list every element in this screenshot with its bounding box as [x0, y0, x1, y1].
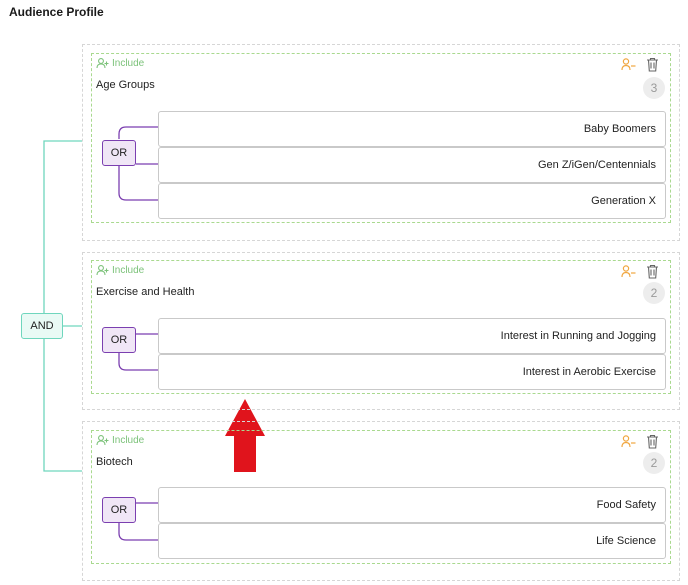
remove-person-icon[interactable]: [620, 433, 636, 449]
trash-icon[interactable]: [644, 263, 660, 279]
trash-icon[interactable]: [644, 56, 660, 72]
group-title: Age Groups: [96, 79, 155, 91]
group-container-age-groups: [82, 44, 680, 241]
or-connector-line-1: [118, 126, 158, 201]
item-count-badge: 2: [643, 452, 665, 474]
list-item[interactable]: Food Safety: [158, 487, 666, 523]
include-toggle[interactable]: Include: [96, 58, 144, 69]
include-toggle[interactable]: Include: [96, 435, 144, 446]
or-connector[interactable]: OR: [102, 327, 136, 353]
add-person-icon: [96, 265, 109, 276]
list-item[interactable]: Life Science: [158, 523, 666, 559]
group-title: Biotech: [96, 456, 133, 468]
list-item[interactable]: Interest in Running and Jogging: [158, 318, 666, 354]
remove-person-icon[interactable]: [620, 263, 636, 279]
or-connector[interactable]: OR: [102, 140, 136, 166]
group-container-biotech: [82, 421, 680, 581]
list-item[interactable]: Baby Boomers: [158, 111, 666, 147]
item-count-badge: 3: [643, 77, 665, 99]
include-label: Include: [112, 265, 145, 276]
and-connector-line: [43, 140, 82, 472]
include-toggle[interactable]: Include: [96, 265, 144, 276]
trash-icon[interactable]: [644, 433, 660, 449]
group-card-exercise-health: [91, 260, 671, 394]
include-label: Include: [112, 435, 145, 446]
include-label: Include: [112, 58, 145, 69]
add-person-icon: [96, 58, 109, 69]
item-count-badge: 2: [643, 282, 665, 304]
and-connector[interactable]: AND: [21, 313, 63, 339]
group-container-exercise-health: [82, 252, 680, 410]
or-connector-line-2: [118, 333, 158, 371]
list-item[interactable]: Generation X: [158, 183, 666, 219]
list-item[interactable]: Interest in Aerobic Exercise: [158, 354, 666, 390]
or-connector[interactable]: OR: [102, 497, 136, 523]
group-title: Exercise and Health: [96, 286, 195, 298]
group-card-biotech: [91, 430, 671, 564]
page-title: Audience Profile: [9, 5, 104, 19]
add-person-icon: [96, 435, 109, 446]
remove-person-icon[interactable]: [620, 56, 636, 72]
list-item[interactable]: Gen Z/iGen/Centennials: [158, 147, 666, 183]
group-card-age-groups: [91, 53, 671, 223]
up-arrow-icon: [225, 399, 265, 472]
or-connector-line-3: [118, 502, 158, 541]
